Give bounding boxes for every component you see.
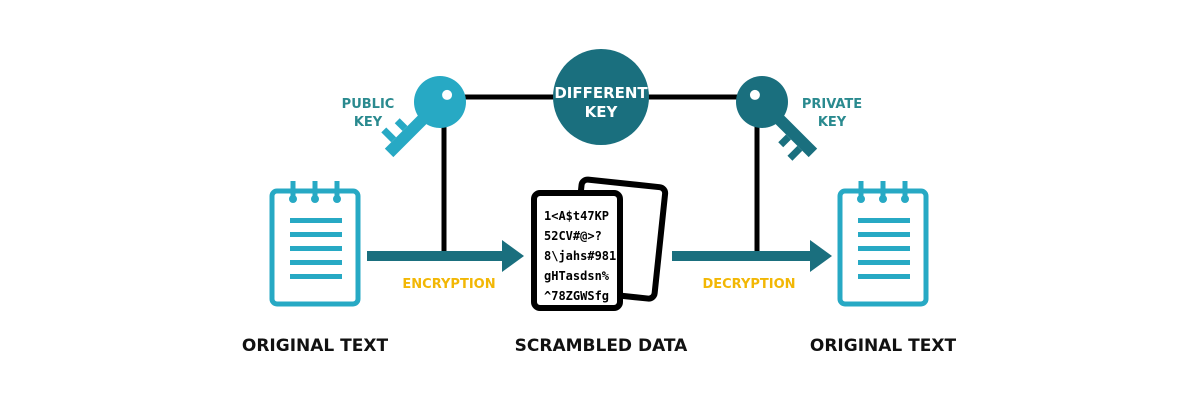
encryption-label: ENCRYPTION [402, 277, 495, 292]
encryption-arrow [367, 240, 524, 272]
private-key-label-line1: PRIVATE [802, 97, 862, 112]
private-key-label-line2: KEY [818, 115, 847, 130]
scrambled-data-caption: SCRAMBLED DATA [515, 336, 689, 356]
original-text-left-caption: ORIGINAL TEXT [242, 336, 389, 356]
scrambled-line-5: ^78ZGWSfg [544, 289, 609, 303]
scrambled-line-1: 1<A$t47KP [544, 209, 609, 223]
scrambled-line-3: 8\jahs#981 [544, 249, 616, 263]
scrambled-line-2: 52CV#@>? [544, 229, 602, 243]
scrambled-data-icon [531, 176, 669, 311]
different-key-label-line2: KEY [585, 103, 619, 121]
original-document-right-icon [837, 181, 929, 307]
public-key-icon [381, 76, 466, 158]
original-text-right-caption: ORIGINAL TEXT [810, 336, 957, 356]
private-key-icon [736, 76, 818, 161]
public-key-label-line2: KEY [354, 115, 383, 130]
public-key-label-line1: PUBLIC [342, 97, 395, 112]
different-key-circle [553, 49, 649, 145]
different-key-label-line1: DIFFERENT [554, 84, 648, 102]
decryption-label: DECRYPTION [702, 277, 795, 292]
decryption-arrow [672, 240, 832, 272]
scrambled-line-4: gHTasdsn% [544, 269, 610, 283]
original-document-left-icon [269, 181, 361, 307]
